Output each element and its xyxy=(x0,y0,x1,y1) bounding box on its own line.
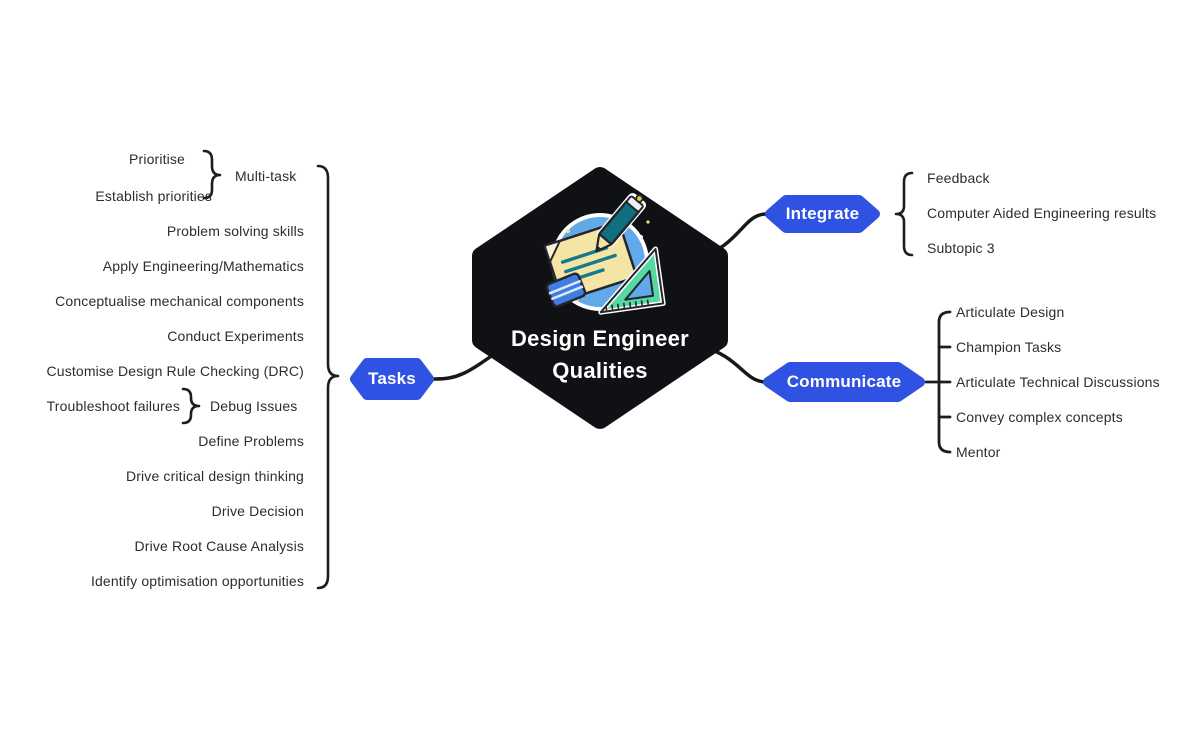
topic-articulate-design[interactable]: Articulate Design xyxy=(956,304,1065,320)
topic-troubleshoot-failures[interactable]: Troubleshoot failures xyxy=(46,398,180,414)
eraser-icon xyxy=(545,272,587,308)
topic-drive-root-cause-analysis[interactable]: Drive Root Cause Analysis xyxy=(134,538,304,554)
pencil-icon xyxy=(595,193,646,253)
topic-define-problems[interactable]: Define Problems xyxy=(198,433,304,449)
set-square-icon xyxy=(598,246,666,315)
topic-drive-critical-design-thinking[interactable]: Drive critical design thinking xyxy=(125,468,304,484)
topic-articulate-technical-discussions[interactable]: Articulate Technical Discussions xyxy=(956,374,1160,390)
topic-prioritise[interactable]: Prioritise xyxy=(129,151,185,167)
topic-mentor[interactable]: Mentor xyxy=(956,444,1001,460)
brace-tasks-children xyxy=(316,164,340,590)
drafting-tools-illustration xyxy=(543,193,666,315)
topic-problem-solving-skills[interactable]: Problem solving skills xyxy=(166,223,304,239)
central-topic-title[interactable]: Design Engineer Qualities xyxy=(510,326,690,383)
topic-convey-complex-concepts[interactable]: Convey complex concepts xyxy=(956,409,1123,425)
topic-identify-optimisation-opportunities[interactable]: Identify optimisation opportunities xyxy=(90,573,304,589)
topic-debug-issues[interactable]: Debug Issues xyxy=(210,398,298,414)
topic-conduct-experiments[interactable]: Conduct Experiments xyxy=(167,328,304,344)
topic-conceptualise-mechanical-components[interactable]: Conceptualise mechanical components xyxy=(55,293,304,309)
topic-cae-results[interactable]: Computer Aided Engineering results xyxy=(927,205,1157,221)
topic-multi-task[interactable]: Multi-task xyxy=(235,168,297,184)
topic-establish-priorities[interactable]: Establish priorities xyxy=(95,188,212,204)
communicate-tree-trunk xyxy=(937,310,952,454)
tasks-node-shape[interactable] xyxy=(350,358,434,400)
integrate-node-label[interactable]: Integrate xyxy=(785,204,860,223)
brace-multitask-group xyxy=(202,149,222,200)
topic-champion-tasks[interactable]: Champion Tasks xyxy=(956,339,1062,355)
integrate-node-shape[interactable] xyxy=(765,195,880,233)
topic-drive-decision[interactable]: Drive Decision xyxy=(211,503,304,519)
topic-feedback[interactable]: Feedback xyxy=(927,170,990,186)
brace-integrate-children xyxy=(894,171,914,257)
topic-customise-drc[interactable]: Customise Design Rule Checking (DRC) xyxy=(46,363,304,379)
topic-apply-engineering-mathematics[interactable]: Apply Engineering/Mathematics xyxy=(102,258,304,274)
communicate-node-shape[interactable] xyxy=(763,362,925,402)
communicate-node-label[interactable]: Communicate xyxy=(786,372,902,391)
brace-debug-group xyxy=(181,387,201,425)
topic-subtopic-3[interactable]: Subtopic 3 xyxy=(927,240,995,256)
tasks-node-label[interactable]: Tasks xyxy=(368,369,416,388)
